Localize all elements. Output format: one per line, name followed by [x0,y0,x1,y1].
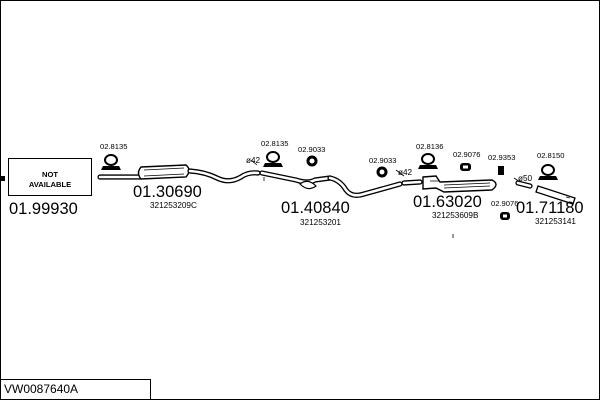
accessory-gasket-1: 02.9353 [488,153,515,162]
part-number-first: 01.99930 [9,200,78,218]
accessory-clamp-3: 02.8136 [416,142,443,151]
accessory-clamp-1: 02.8135 [100,142,127,151]
oe-number-middle-pipe: 321253201 [300,218,341,227]
pipe-run [97,164,576,205]
part-number-middle-pipe: 01.40840 [281,199,350,217]
not-available-box [8,158,92,196]
reference-number: VW0087640A [4,382,78,396]
hanger-1-icon [460,163,471,171]
gasket-1-icon [498,166,504,175]
diameter-label-3: ø50 [518,174,533,183]
clamp-1-icon [101,154,121,170]
front-silencer-body [137,164,190,180]
accessory-hanger-1: 02.9076 [453,150,480,159]
tail-pipe-body [535,185,576,205]
diameter-label-1: ø42 [246,156,261,165]
clamp-3-icon [418,153,438,169]
hanger-2-icon [500,212,510,220]
oe-number-front-silencer: 321253209C [150,201,197,210]
ring-1-icon [306,155,318,167]
part-number-front-silencer: 01.30690 [133,183,202,201]
accessory-ring-2: 02.9033 [369,156,396,165]
clamp-2-icon [263,151,283,167]
accessory-hanger-2: 02.9076 [491,199,518,208]
part-number-rear-silencer: 01.63020 [413,193,482,211]
ring-2-icon [376,166,388,178]
accessory-clamp-4: 02.8150 [537,151,564,160]
rear-silencer-body [422,175,497,193]
part-number-tail-pipe: 01.71180 [516,199,584,217]
accessory-clamp-2: 02.8135 [261,139,288,148]
accessory-ring-1: 02.9033 [298,145,325,154]
oe-number-rear-silencer: 321253609B [432,211,479,220]
minor-ticks [263,177,454,238]
clamp-4-icon [538,164,558,180]
edge-marker [1,176,5,181]
oe-number-tail-pipe: 321253141 [535,217,576,226]
diameter-markers [250,159,521,183]
diameter-label-2: ø42 [398,168,413,177]
